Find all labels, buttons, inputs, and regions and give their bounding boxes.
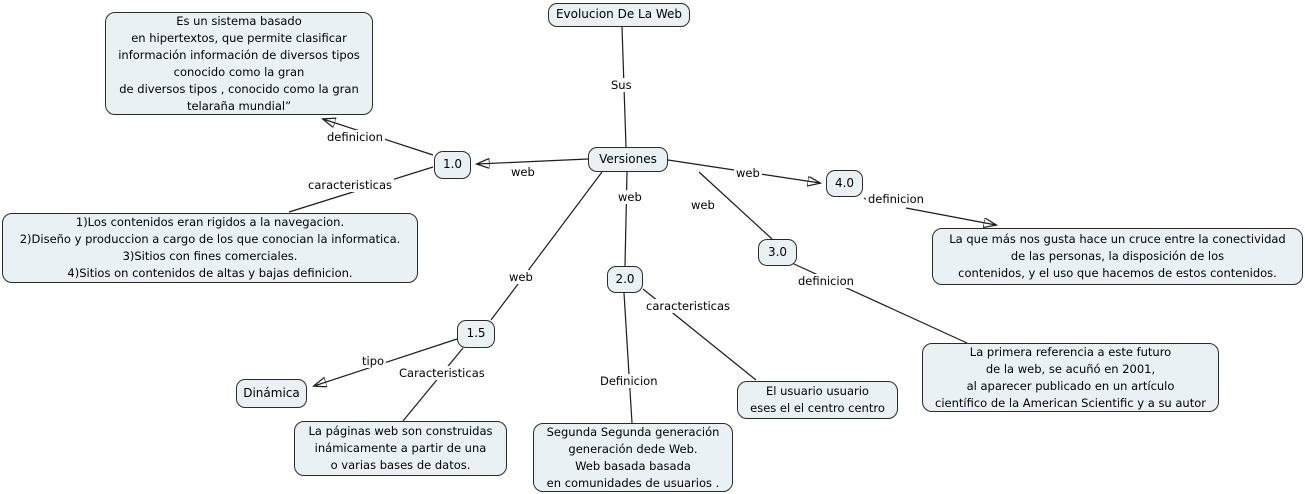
box-definicion-web-2-0[interactable]: Segunda Segunda generación generación de…	[533, 423, 733, 492]
box-caracteristicas-web-1-5[interactable]: La páginas web son construidas inámicame…	[294, 421, 507, 476]
node-web-2-0[interactable]: 2.0	[607, 266, 643, 293]
link-label-definicion-3-0[interactable]: definicion	[796, 274, 856, 288]
link-label-definicion-4-0[interactable]: definicion	[866, 192, 926, 206]
node-web-1-0[interactable]: 1.0	[434, 151, 471, 179]
node-web-3-0[interactable]: 3.0	[758, 239, 797, 266]
link-label-caracteristicas-2-0[interactable]: caracteristicas	[644, 299, 733, 313]
node-web-4-0[interactable]: 4.0	[826, 170, 863, 197]
box-definicion-web-4-0[interactable]: La que más nos gusta hace un cruce entre…	[932, 228, 1303, 285]
node-versiones[interactable]: Versiones	[588, 147, 668, 172]
node-evolucion-de-la-web[interactable]: Evolucion De La Web	[548, 3, 690, 27]
edge-versiones-v10	[477, 159, 589, 164]
link-label-caracteristicas-1-0[interactable]: caracteristicas	[306, 178, 395, 192]
box-definicion-web-3-0[interactable]: La primera referencia a este futuro de l…	[922, 343, 1219, 412]
edge-v15-caracteristicas-box	[402, 347, 464, 422]
node-web-1-5[interactable]: 1.5	[457, 320, 495, 348]
link-label-web-4-0[interactable]: web	[734, 166, 762, 180]
link-label-definicion-2-0[interactable]: Definicion	[598, 374, 660, 388]
edge-v20-definicion-box	[623, 292, 633, 424]
node-dinamica[interactable]: Dinámica	[236, 379, 307, 408]
box-definicion-web-1-0[interactable]: Es un sistema basado en hipertextos, que…	[105, 12, 373, 115]
box-caracteristicas-web-1-0[interactable]: 1)Los contenidos eran rigidos a la naveg…	[2, 213, 418, 283]
box-caracteristicas-web-2-0[interactable]: El usuario usuario eses el el centro cen…	[737, 381, 898, 419]
edge-versiones-v15	[490, 171, 603, 321]
link-label-web-1-5[interactable]: web	[507, 270, 535, 284]
link-label-web-1-0[interactable]: web	[509, 165, 537, 179]
link-label-sus[interactable]: Sus	[609, 78, 634, 92]
link-label-tipo[interactable]: tipo	[360, 354, 387, 368]
link-label-caracteristicas-1-5[interactable]: Caracteristicas	[397, 366, 487, 380]
link-label-definicion-1-0[interactable]: definicion	[325, 130, 385, 144]
link-label-web-2-0[interactable]: web	[616, 190, 644, 204]
edge-versiones-v30	[698, 171, 773, 240]
edge-definicion-v40-box	[905, 207, 996, 225]
edge-versiones-v20	[624, 171, 628, 267]
link-label-web-3-0[interactable]: web	[689, 198, 717, 212]
